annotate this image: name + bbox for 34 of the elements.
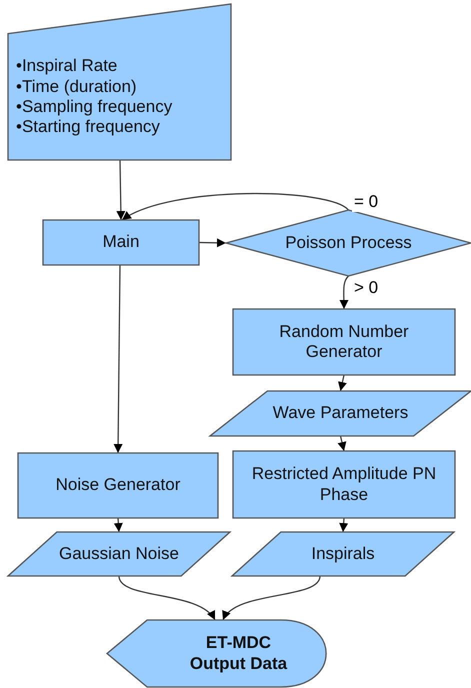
- arrow: [122, 193, 349, 221]
- arrow: [338, 436, 346, 452]
- node-text: ET-MDC Output Data: [188, 633, 288, 674]
- node-text: Main: [102, 232, 140, 253]
- node-text: Inspirals: [311, 544, 375, 564]
- process-box: [18, 453, 218, 518]
- arrow: [338, 374, 347, 392]
- data-parallelogram: [232, 532, 454, 576]
- node-text: •Starting frequency: [16, 117, 160, 138]
- node-text: •Time (duration): [16, 76, 137, 97]
- arrow: [339, 518, 348, 532]
- node-text: Gaussian Noise: [58, 544, 179, 564]
- edge-label: = 0: [352, 193, 380, 212]
- node-text: Restricted Amplitude PN Phase: [250, 464, 438, 505]
- node-text: Poisson Process: [285, 232, 412, 254]
- node-text: •Inspiral Rate: [16, 56, 118, 77]
- process-box: [233, 309, 455, 375]
- node-text: Random Number Generator: [278, 322, 410, 362]
- data-parallelogram: [210, 391, 471, 436]
- arrow: [198, 238, 226, 248]
- arrow: [339, 276, 349, 309]
- process-box: [43, 220, 199, 265]
- arrow: [118, 576, 216, 620]
- arrow: [116, 160, 126, 220]
- node-text: Noise Generator: [56, 475, 180, 496]
- arrow: [114, 265, 123, 453]
- arrow: [114, 518, 123, 532]
- node-text: •Sampling frequency: [16, 97, 172, 118]
- arrow: [222, 576, 321, 620]
- process-box: [233, 451, 455, 518]
- data-parallelogram: [8, 532, 230, 576]
- manual-input-shape: [8, 4, 231, 160]
- decision-diamond: [226, 210, 471, 276]
- node-text: Wave Parameters: [272, 403, 408, 424]
